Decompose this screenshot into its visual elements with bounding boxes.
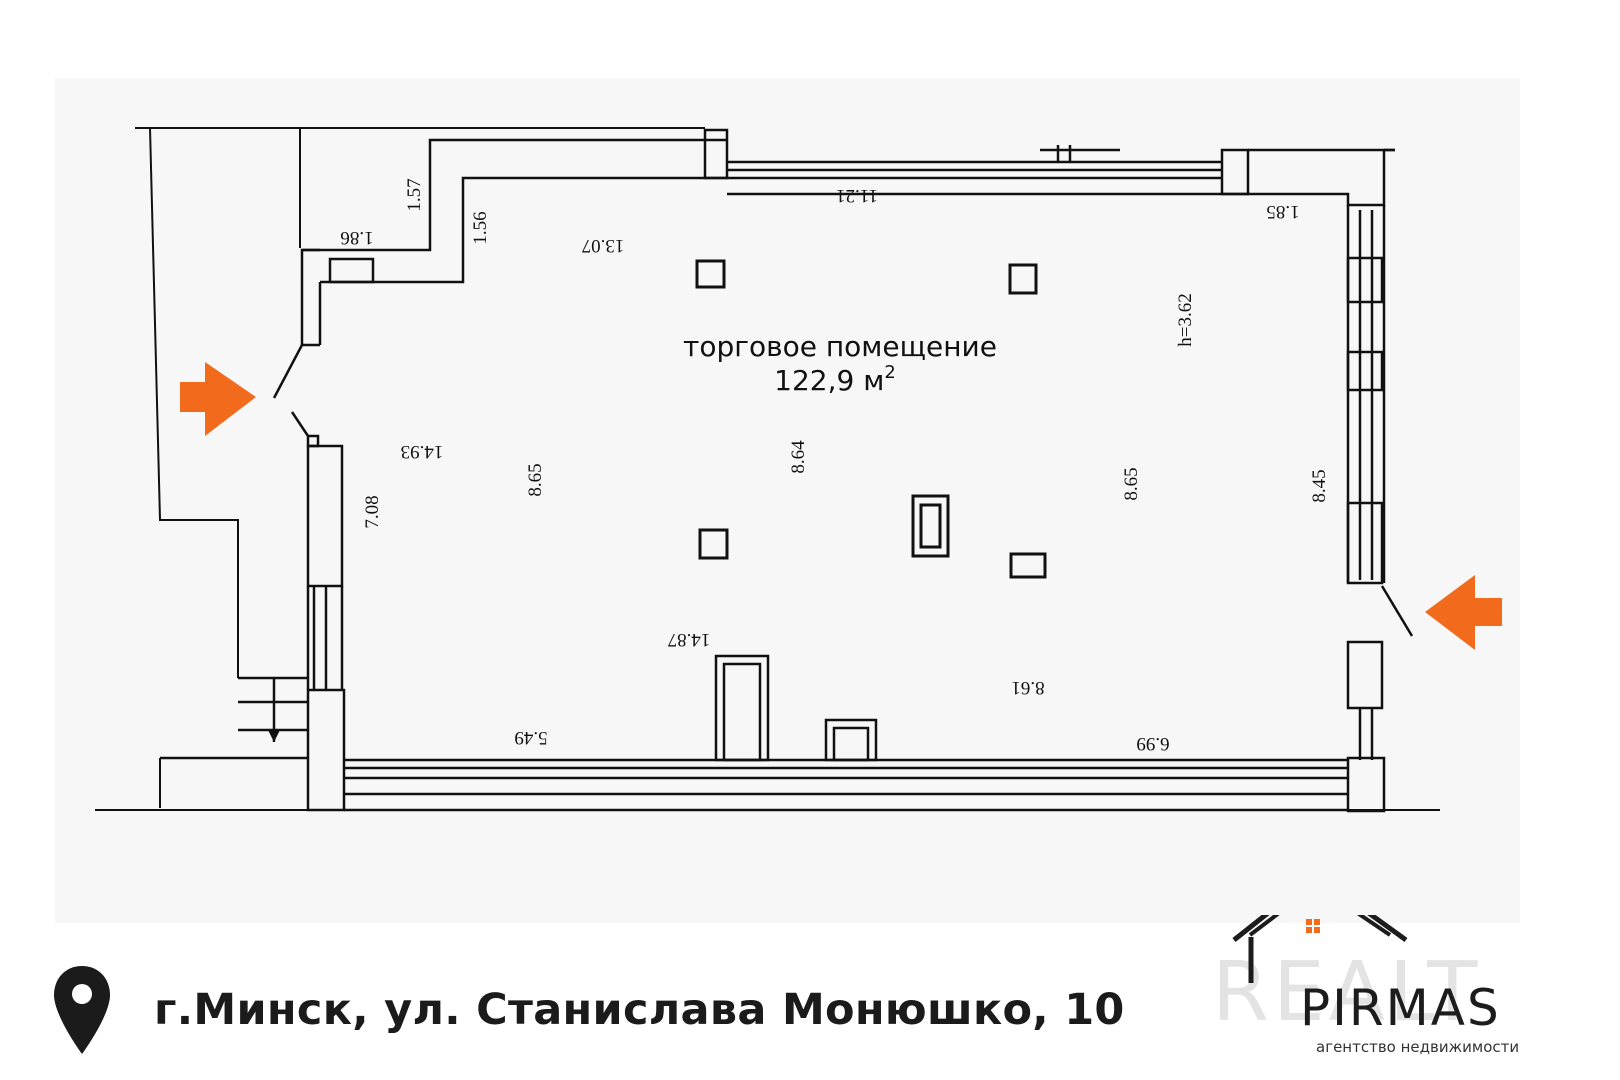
brand-tagline: агентство недвижимости xyxy=(1316,1038,1520,1056)
agency-logo: REALT PIRMAS агентство недвижимости xyxy=(1212,915,1610,1056)
dimension-label: 14.87 xyxy=(668,629,711,650)
dimension-label: 8.65 xyxy=(525,463,546,496)
dimension-label: 1.85 xyxy=(1266,201,1299,222)
dimension-label: 8.65 xyxy=(1121,467,1142,500)
room-area: 122,9 м2 xyxy=(774,362,896,397)
entrance-arrow-left-icon xyxy=(180,362,256,436)
dimension-label: 13.07 xyxy=(582,235,625,256)
dimension-label: 1.86 xyxy=(340,227,373,248)
floor-plan-drawing: торговое помещение 122,9 м2 11.21 13.07 … xyxy=(95,127,1502,813)
address-text: г.Минск, ул. Станислава Монюшко, 10 xyxy=(154,985,1125,1035)
floor-plan: торговое помещение 122,9 м2 11.21 13.07 … xyxy=(55,78,1520,923)
dimension-label: 14.93 xyxy=(401,441,444,462)
location-pin-icon xyxy=(54,966,110,1054)
dimension-label: 8.45 xyxy=(1309,469,1330,502)
house-roof-icon xyxy=(1232,915,1408,983)
dimension-label: 1.56 xyxy=(470,211,491,244)
dimension-label: 6.99 xyxy=(1136,733,1169,754)
dimension-label: 8.61 xyxy=(1011,677,1044,698)
columns xyxy=(695,259,1047,579)
dimension-label: 8.64 xyxy=(788,440,809,474)
watermark-text: REALT xyxy=(1212,945,1482,1040)
dimension-label: 7.08 xyxy=(362,495,383,528)
room-name: торговое помещение xyxy=(683,330,997,363)
address-bar: г.Минск, ул. Станислава Монюшко, 10 xyxy=(52,960,1125,1060)
entrance-arrow-right-icon xyxy=(1425,575,1502,650)
stair-arrow-icon xyxy=(268,730,280,742)
room-area-superscript: 2 xyxy=(884,362,895,383)
dimension-label: h=3.62 xyxy=(1175,293,1196,346)
dimension-label: 11.21 xyxy=(836,185,878,206)
brand-name: PIRMAS xyxy=(1300,979,1501,1037)
dimension-label: 1.57 xyxy=(404,178,425,211)
walls xyxy=(160,128,1414,813)
dimension-label: 5.49 xyxy=(514,727,547,748)
room-area-value: 122,9 м xyxy=(774,364,884,397)
